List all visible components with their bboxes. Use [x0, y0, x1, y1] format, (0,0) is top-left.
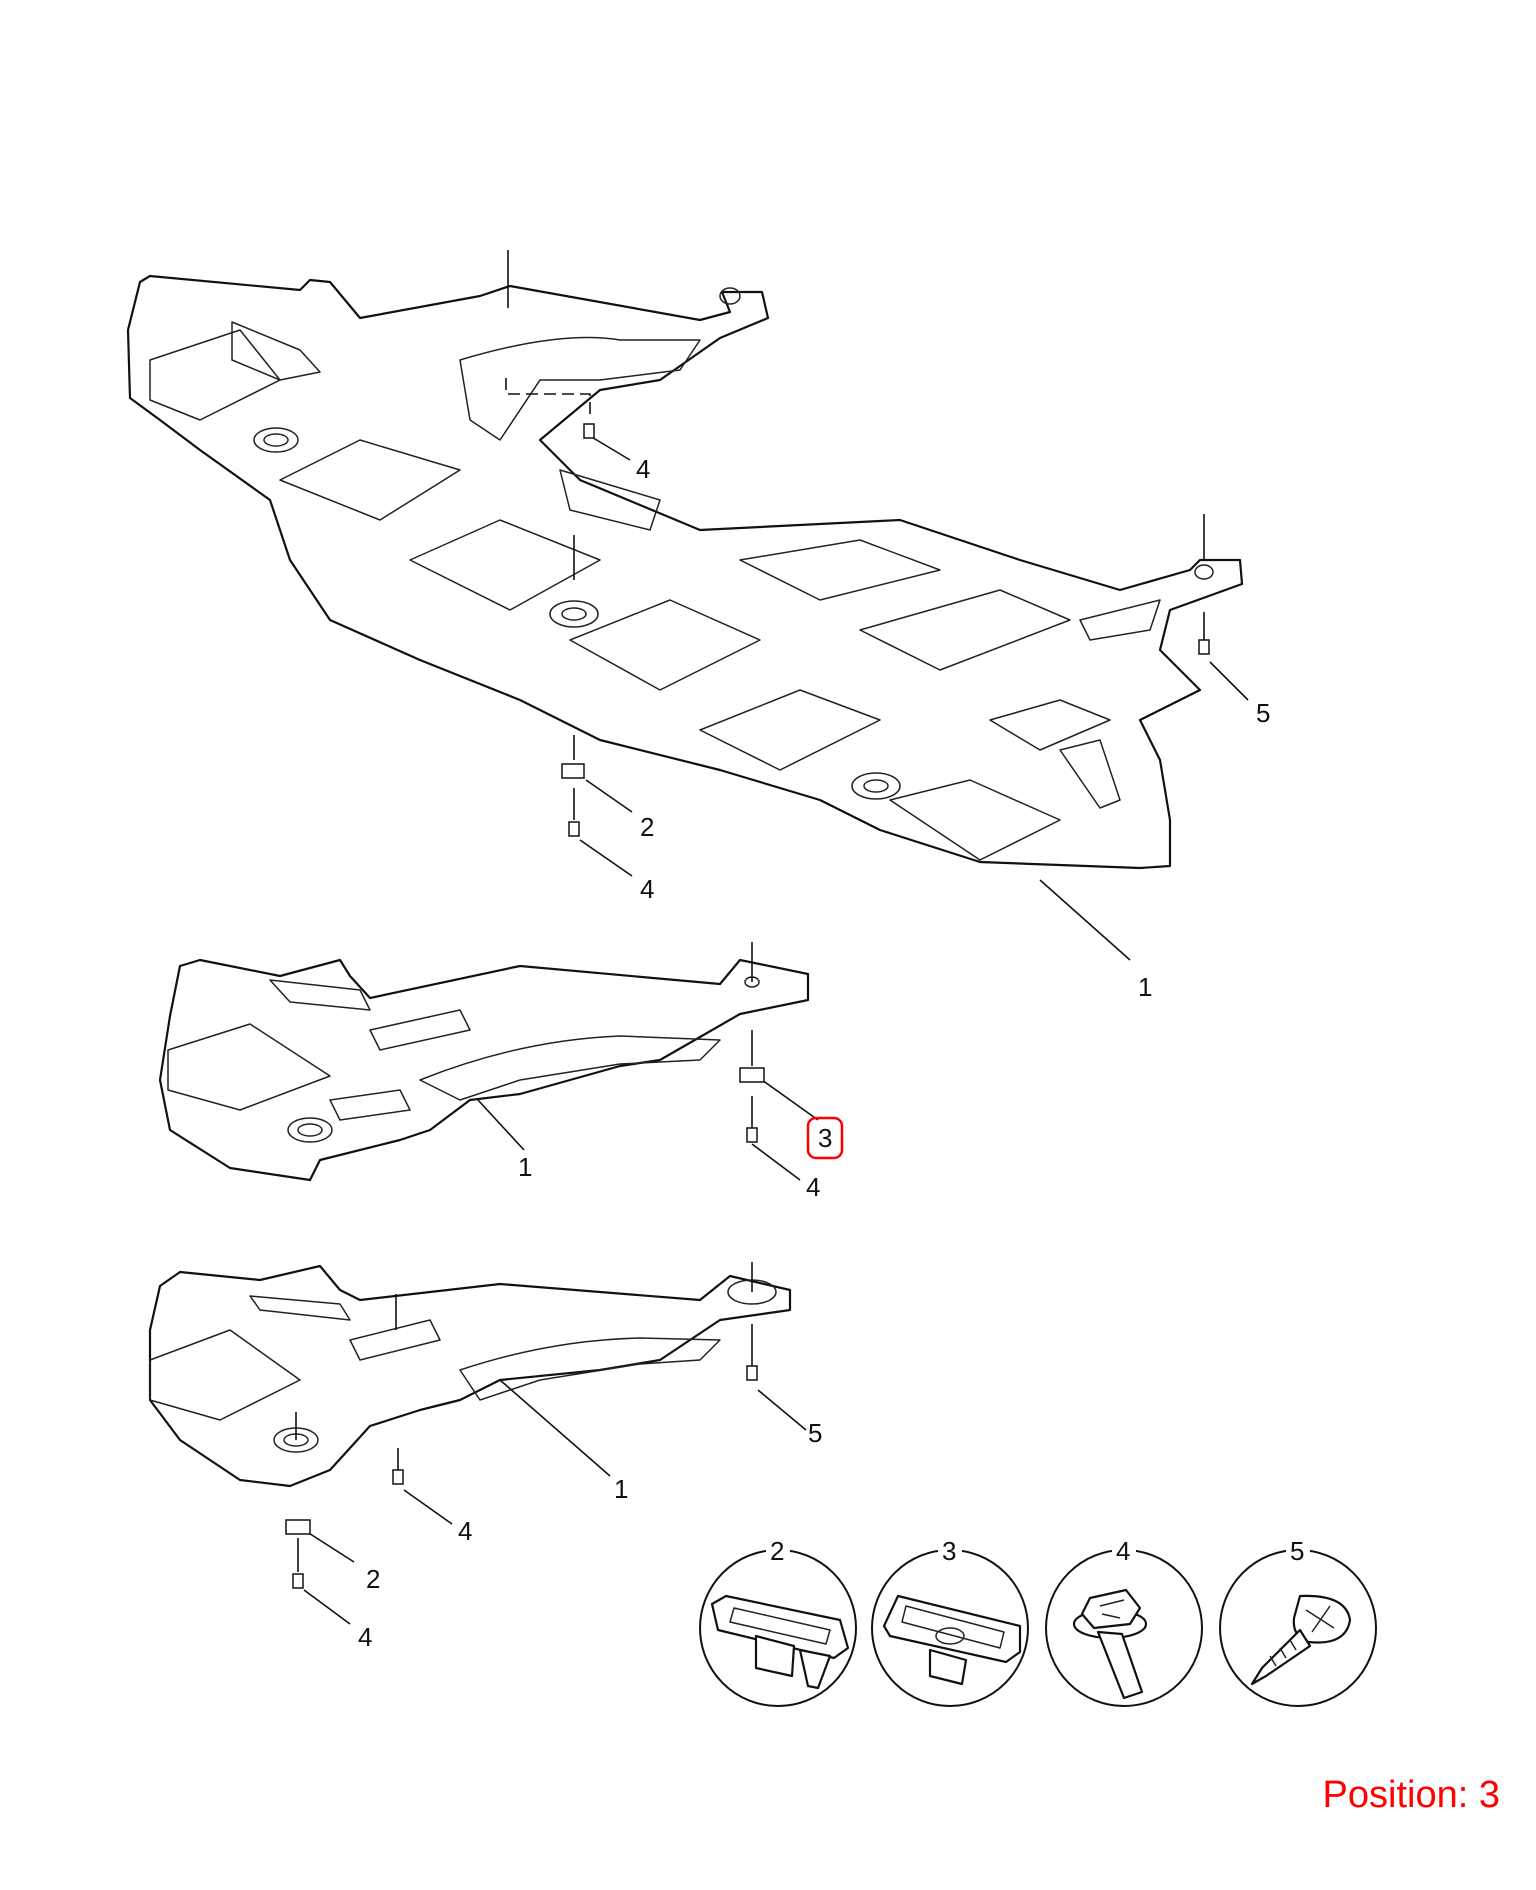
washer-bolt-icon	[1072, 1588, 1148, 1700]
callout-mid-nut: 3	[818, 1123, 832, 1153]
u-nut-clip-icon	[882, 1594, 1022, 1686]
legend-item-5: 5	[1219, 1536, 1377, 1707]
u-nut-clip-icon	[710, 1594, 850, 1690]
top-panel-fasteners	[561, 423, 1210, 837]
callout-top-panel: 1	[1138, 972, 1152, 1002]
callout-bottom-nut: 2	[366, 1564, 380, 1594]
tapping-screw-icon	[1250, 1594, 1352, 1686]
legend-number: 2	[770, 1536, 784, 1566]
legend: 2 3 4	[699, 1536, 1377, 1707]
callout-top-screw-right: 5	[1256, 698, 1270, 728]
callout-top-screw-upper: 4	[636, 454, 650, 484]
bottom-panel-leaders	[295, 1262, 807, 1625]
legend-number: 5	[1290, 1536, 1304, 1566]
legend-number: 3	[942, 1536, 956, 1566]
bottom-panel-fasteners	[285, 1365, 758, 1589]
callout-bottom-screw: 4	[458, 1516, 472, 1546]
middle-panel-leaders	[477, 942, 819, 1181]
callout-bottom-screw-right: 5	[808, 1418, 822, 1448]
middle-splash-shield	[158, 958, 810, 1182]
callout-top-screw-lower: 4	[640, 874, 654, 904]
legend-item-4: 4	[1045, 1536, 1203, 1707]
callout-bottom-screw-lower: 4	[358, 1622, 372, 1652]
legend-item-2: 2	[699, 1536, 857, 1707]
bottom-splash-shield	[148, 1264, 792, 1488]
highlighted-callout: 3	[806, 1116, 844, 1160]
callout-bottom-panel: 1	[614, 1474, 628, 1504]
position-label: Position: 3	[1322, 1774, 1500, 1816]
callout-mid-screw: 4	[806, 1172, 820, 1202]
top-panel-leaders	[505, 250, 1249, 961]
legend-item-3: 3	[871, 1536, 1029, 1707]
callout-top-nut: 2	[640, 812, 654, 842]
top-splash-shield	[126, 274, 1244, 870]
legend-number: 4	[1116, 1536, 1130, 1566]
middle-panel-fasteners	[739, 1067, 765, 1143]
callout-mid-panel: 1	[518, 1152, 532, 1182]
